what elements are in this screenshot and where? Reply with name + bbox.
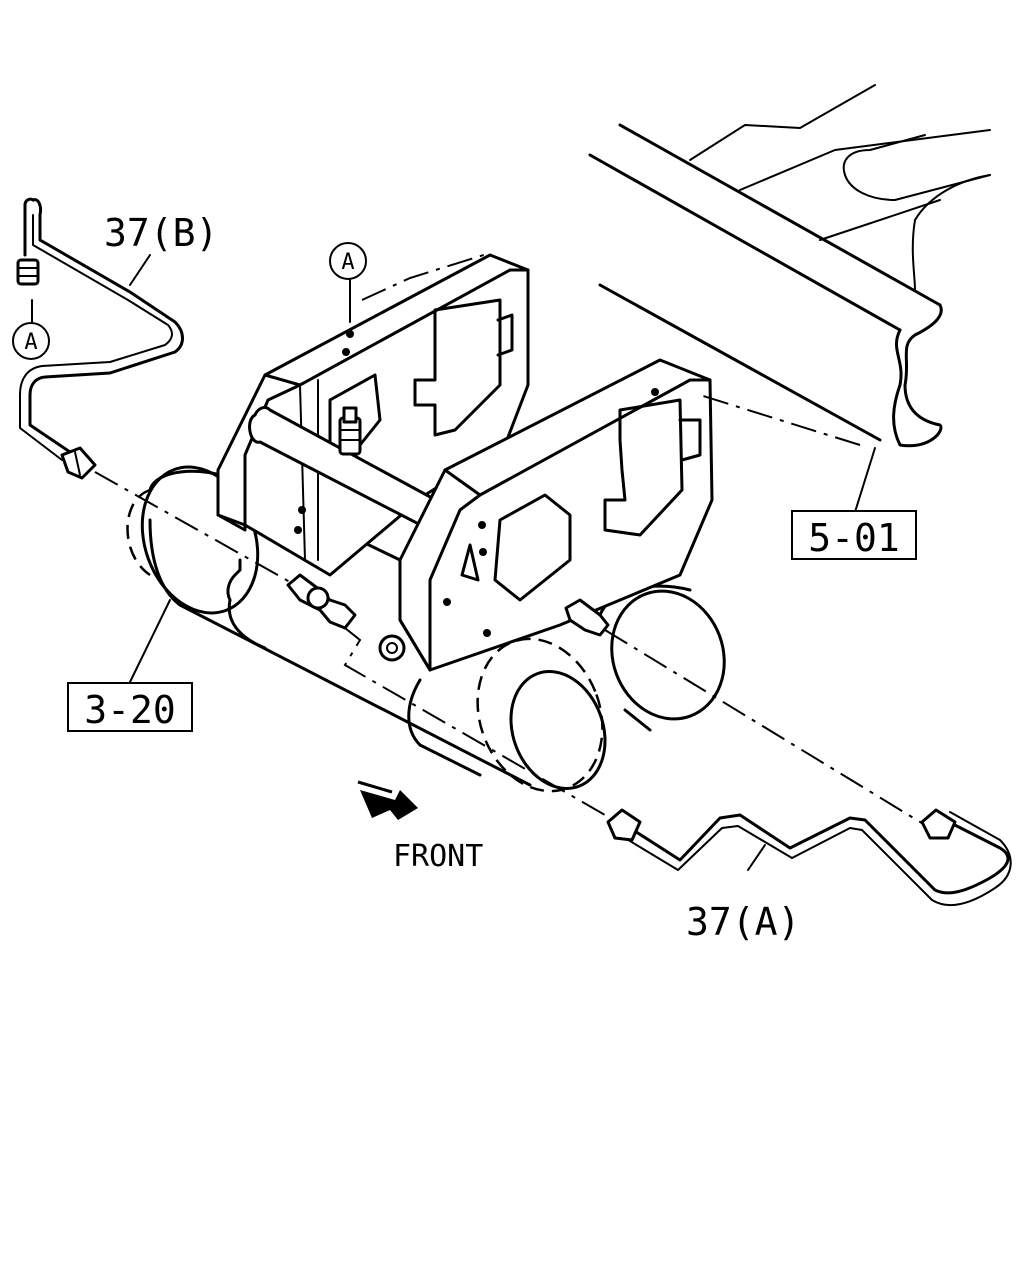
- bracket-front: [378, 358, 714, 672]
- label-37b: 37(B): [104, 211, 218, 255]
- ref-box-5-01: 5-01: [791, 510, 917, 560]
- svg-text:A: A: [341, 250, 354, 275]
- front-direction-label: FRONT: [393, 839, 483, 874]
- fitting-front: [564, 598, 610, 637]
- svg-text:A: A: [24, 330, 37, 355]
- chassis-frame: [588, 84, 991, 448]
- pipe-37b: [16, 197, 184, 480]
- fitting-tee: [286, 573, 357, 630]
- air-tank-strap: [226, 558, 482, 777]
- fitting-center-top: [338, 406, 362, 456]
- svg-text:3-20: 3-20: [84, 688, 176, 732]
- label-37a: 37(A): [686, 900, 800, 944]
- bracket-rear: [216, 253, 530, 577]
- ref-box-3-20: 3-20: [67, 682, 193, 732]
- svg-text:5-01: 5-01: [808, 516, 900, 560]
- connector-a-center: A: [329, 242, 367, 280]
- guide-lines: [94, 252, 926, 826]
- leader-lines: [31, 254, 876, 871]
- front-arrow-icon: [357, 780, 418, 820]
- connector-a-left: A: [12, 322, 50, 360]
- pipe-37a: [606, 808, 1012, 906]
